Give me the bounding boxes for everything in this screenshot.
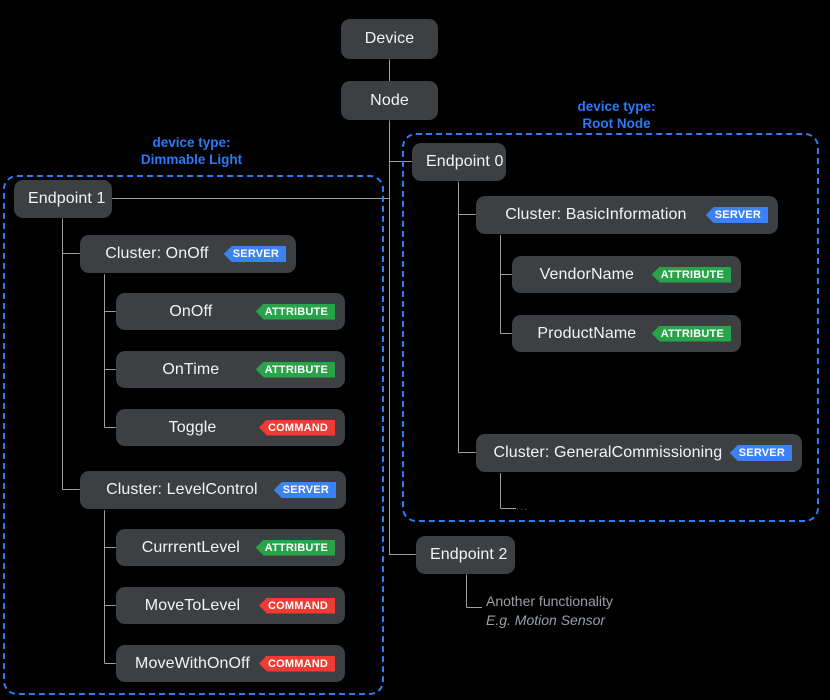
element-label: ProductName [537, 324, 637, 342]
group-label-name: Dimmable Light [140, 152, 243, 167]
element-label: OnTime [162, 360, 220, 378]
command-badge: COMMAND [258, 419, 335, 436]
node-label: Node [370, 91, 409, 109]
cluster-basic-information[interactable]: Cluster: BasicInformation SERVER [476, 196, 778, 234]
element-label: CurrrentLevel [141, 538, 240, 556]
attribute-badge: ATTRIBUTE [255, 303, 335, 320]
cluster-label: Cluster: GeneralCommissioning [493, 444, 723, 461]
element-label: OnOff [169, 302, 213, 320]
attribute-badge: ATTRIBUTE [651, 325, 731, 342]
command-movewithonoff[interactable]: MoveWithOnOff COMMAND [116, 645, 345, 682]
server-badge: SERVER [273, 482, 336, 498]
endpoint-1[interactable]: Endpoint 1 [14, 180, 112, 218]
cluster-label: Cluster: BasicInformation [505, 206, 687, 223]
command-toggle[interactable]: Toggle COMMAND [116, 409, 345, 446]
attribute-vendorname[interactable]: VendorName ATTRIBUTE [512, 256, 741, 293]
command-movetolevel[interactable]: MoveToLevel COMMAND [116, 587, 345, 624]
cluster-children-ellipsis: ... [516, 501, 528, 513]
command-badge: COMMAND [258, 655, 335, 672]
server-badge: SERVER [729, 445, 792, 461]
element-label: Toggle [168, 418, 217, 436]
group-label-root-node: device type: Root Node [505, 98, 728, 132]
element-label: VendorName [539, 265, 635, 283]
server-badge: SERVER [223, 246, 286, 262]
cluster-levelcontrol[interactable]: Cluster: LevelControl SERVER [80, 471, 346, 509]
endpoint-label: Endpoint 1 [28, 190, 106, 207]
server-badge: SERVER [705, 207, 768, 223]
cluster-general-commissioning[interactable]: Cluster: GeneralCommissioning SERVER [476, 434, 802, 472]
group-label-dimmable-light: device type: Dimmable Light [80, 134, 303, 168]
cluster-onoff[interactable]: Cluster: OnOff SERVER [80, 235, 296, 273]
cluster-label: Cluster: LevelControl [106, 481, 258, 498]
endpoint-label: Endpoint 2 [430, 546, 508, 563]
attribute-ontime[interactable]: OnTime ATTRIBUTE [116, 351, 345, 388]
node-node[interactable]: Node [341, 81, 438, 120]
command-badge: COMMAND [258, 597, 335, 614]
attribute-badge: ATTRIBUTE [255, 539, 335, 556]
endpoint-0[interactable]: Endpoint 0 [412, 143, 506, 181]
endpoint-label: Endpoint 0 [426, 153, 504, 170]
element-label: MoveToLevel [144, 596, 241, 614]
attribute-badge: ATTRIBUTE [255, 361, 335, 378]
element-label: MoveWithOnOff [135, 654, 250, 672]
group-label-name: Root Node [582, 116, 651, 131]
attribute-currentlevel[interactable]: CurrrentLevel ATTRIBUTE [116, 529, 345, 566]
group-label-lead: device type: [152, 135, 231, 150]
note-line-1: Another functionality [486, 593, 613, 609]
endpoint-2[interactable]: Endpoint 2 [416, 536, 515, 574]
ellipsis-label: ... [516, 501, 529, 513]
node-label: Device [364, 30, 415, 47]
attribute-productname[interactable]: ProductName ATTRIBUTE [512, 315, 741, 352]
group-label-lead: device type: [577, 99, 656, 114]
node-device[interactable]: Device [341, 19, 438, 59]
note-line-2: E.g. Motion Sensor [486, 612, 606, 628]
cluster-label: Cluster: OnOff [105, 245, 209, 262]
attribute-onoff[interactable]: OnOff ATTRIBUTE [116, 293, 345, 330]
attribute-badge: ATTRIBUTE [651, 266, 731, 283]
endpoint-2-note: Another functionality E.g. Motion Sensor [486, 592, 613, 630]
